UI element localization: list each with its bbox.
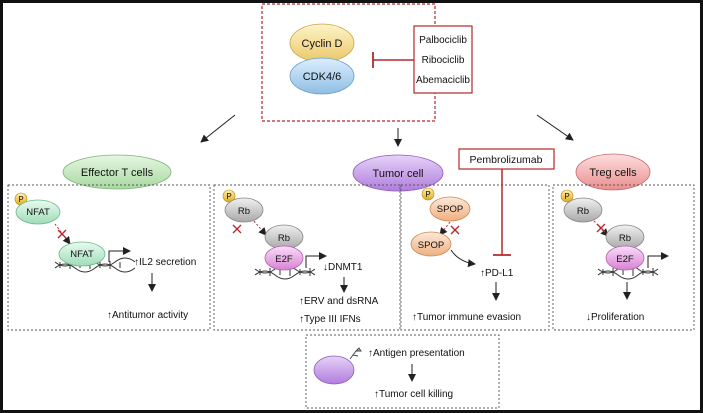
arrow-spop-pdl1 <box>450 249 476 268</box>
panel-tumor-dnmt <box>213 184 401 331</box>
rb-bottom-label-2: Rb <box>278 233 290 244</box>
treg-cells-node: Treg cells <box>575 153 651 191</box>
inhibitor-box: Cyclin D CDK4/6 Palbociclib Ribociclib A… <box>261 3 473 122</box>
e2f-label-2: E2F <box>275 254 293 265</box>
antigen-text: ↑Antigen presentation <box>368 348 465 359</box>
cyclin-d-label: Cyclin D <box>302 38 343 50</box>
panel-tumor-pdl1 <box>400 184 550 331</box>
dashed-arrow-2 <box>253 220 267 236</box>
drug-ribociclib: Ribociclib <box>422 55 465 66</box>
tumor-cell-small <box>313 355 355 385</box>
panel5-content: ↑Antigen presentation ↑Tumor cell killin… <box>313 347 465 400</box>
spop-bottom-label: SPOP <box>418 240 444 251</box>
dashed-arrow-3 <box>439 221 451 236</box>
block-x-1 <box>57 229 67 239</box>
evasion-text: ↑Tumor immune evasion <box>412 312 521 323</box>
spop-bottom-node <box>410 231 452 257</box>
il2-text: ↑IL2 secretion <box>134 257 196 268</box>
pembrolizumab-label: Pembrolizumab <box>470 154 543 166</box>
arrow-to-effector <box>200 114 236 143</box>
pdl1-text: ↑PD-L1 <box>480 268 514 279</box>
dashed-arrow-4 <box>593 220 609 237</box>
treg-label: Treg cells <box>589 167 637 179</box>
cdk46-node: CDK4/6 <box>289 57 355 95</box>
rb-top-node-4 <box>563 197 603 223</box>
phospho-label-2: P <box>226 192 231 201</box>
rb-top-node-2 <box>224 197 264 223</box>
e2f-label-4: E2F <box>616 254 634 265</box>
proliferation-text: ↓Proliferation <box>586 312 644 323</box>
nfat-top-node <box>15 199 61 225</box>
block-x-4 <box>596 223 606 233</box>
panel2-content: P Rb Rb E2F ↓DNMT1 ↑ERV and dsRNA ↑Type … <box>222 189 379 325</box>
drug-abemaciclib: Abemaciclib <box>416 75 470 86</box>
tss-arrow-4 <box>647 252 669 268</box>
nfat-bottom-label: NFAT <box>70 249 94 260</box>
e2f-node-4 <box>605 245 645 271</box>
rb-top-label-4: Rb <box>577 206 589 217</box>
phospho-badge-2 <box>222 189 236 203</box>
phospho-badge-4 <box>560 189 574 203</box>
panel-antigen <box>305 334 500 409</box>
phospho-label-3: P <box>425 190 430 199</box>
block-x-2 <box>232 224 242 234</box>
arrow-to-treg <box>536 114 574 141</box>
cyclin-d-node: Cyclin D <box>289 23 355 63</box>
cdk46-label: CDK4/6 <box>303 71 342 83</box>
phospho-badge-3 <box>421 187 435 201</box>
panel-treg <box>552 184 695 331</box>
panel4-content: P Rb Rb E2F ↓Proliferation <box>560 189 669 323</box>
e2f-node-2 <box>264 245 304 271</box>
tumor-label: Tumor cell <box>373 168 424 180</box>
drug-list-box <box>413 25 473 94</box>
phospho-label-4: P <box>564 192 569 201</box>
panel3-content: P SPOP SPOP ↑PD-L1 ↑Tumor immune evasion <box>410 169 521 323</box>
inhibitor-box-border <box>261 3 436 122</box>
ifn-text: ↑Type III IFNs <box>299 314 361 325</box>
panel-effector <box>7 184 211 331</box>
tss-arrow-1 <box>108 247 131 262</box>
dnmt1-text: ↓DNMT1 <box>323 262 363 273</box>
pembrolizumab-node: Pembrolizumab <box>458 148 555 170</box>
effector-t-cells-node: Effector T cells <box>62 154 172 190</box>
rb-bottom-label-4: Rb <box>619 233 631 244</box>
spop-top-label: SPOP <box>437 204 463 215</box>
antigen-icon <box>349 347 362 360</box>
nfat-bottom-node <box>58 241 106 267</box>
spop-top-node <box>429 196 471 222</box>
killing-text: ↑Tumor cell killing <box>374 389 453 400</box>
panel1-content: P NFAT NFAT ↑IL2 secretion ↑Antitumor ac… <box>14 192 196 321</box>
rb-top-label-2: Rb <box>238 206 250 217</box>
nfat-top-label: NFAT <box>26 207 50 218</box>
tss-arrow-2 <box>305 252 327 268</box>
antitumor-text: ↑Antitumor activity <box>107 310 188 321</box>
erv-text: ↑ERV and dsRNA <box>299 296 379 307</box>
effector-label: Effector T cells <box>81 167 154 179</box>
phospho-label-1: P <box>18 195 23 204</box>
drug-palbociclib: Palbociclib <box>419 35 467 46</box>
block-x-3 <box>450 225 460 235</box>
tumor-cell-node: Tumor cell <box>352 154 444 192</box>
